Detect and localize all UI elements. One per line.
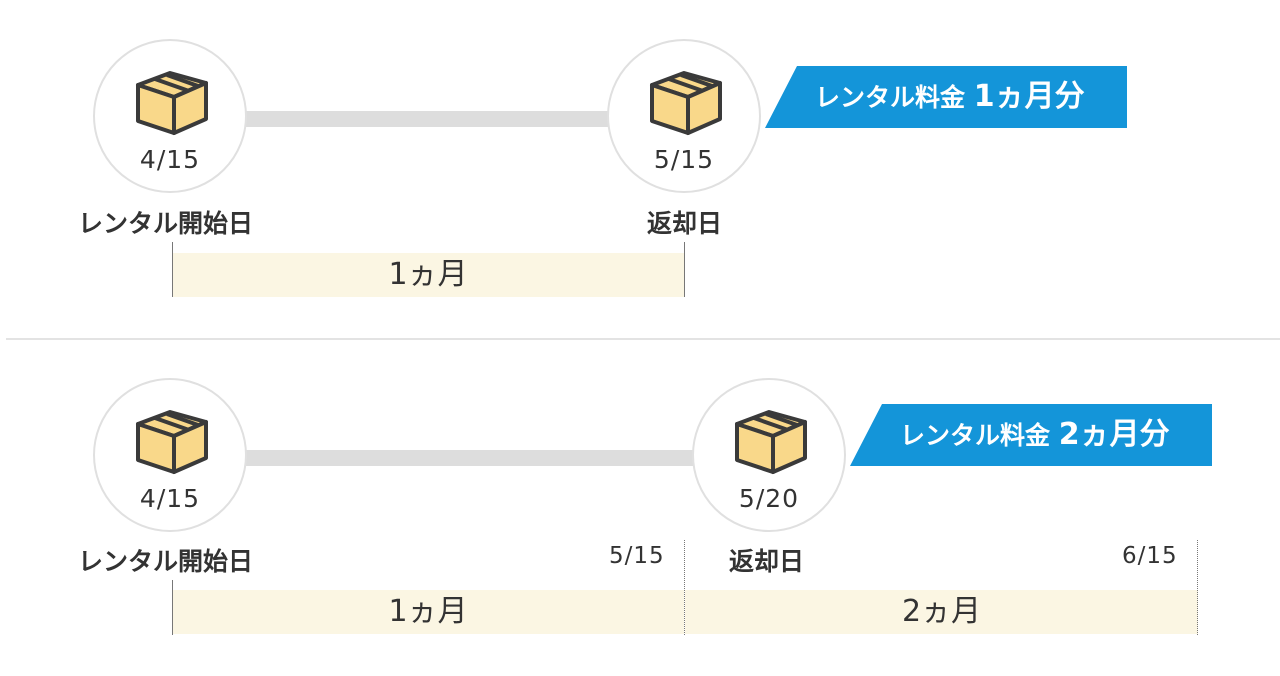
period-label-1: 1ヵ月	[388, 594, 468, 629]
rental-fee-amount: 1ヵ月分	[973, 79, 1085, 114]
package-box-icon	[650, 71, 722, 135]
start-date-circle: 4/15	[93, 39, 247, 193]
month-boundary-marker-1	[684, 540, 685, 635]
month-boundary-marker-2	[1197, 540, 1198, 635]
period-label-2: 2ヵ月	[901, 594, 982, 629]
rental-fee-banner: レンタル料金 1ヵ月分	[765, 66, 1127, 128]
start-date: 4/15	[139, 484, 201, 513]
rental-fee-banner: レンタル料金 2ヵ月分	[850, 404, 1212, 466]
return-date-label: 返却日	[729, 547, 805, 576]
rental-fee-text: レンタル料金 2ヵ月分	[900, 404, 1170, 466]
month-boundary-label-2: 6/15	[1122, 543, 1178, 569]
period-label: 1ヵ月	[388, 257, 468, 292]
period-bar-1: 1ヵ月	[172, 590, 684, 634]
start-date-circle: 4/15	[93, 378, 247, 532]
rental-fee-label: レンタル料金	[815, 83, 966, 112]
period-start-marker	[172, 242, 173, 297]
package-box-icon	[136, 71, 208, 135]
period-bar-2: 2ヵ月	[685, 590, 1198, 634]
package-box-icon	[735, 410, 807, 474]
timeline-connector	[240, 111, 620, 127]
period-bar: 1ヵ月	[172, 253, 684, 297]
timeline-connector	[240, 450, 705, 466]
return-date-circle: 5/15	[607, 39, 761, 193]
section-divider	[6, 338, 1280, 340]
period-start-marker	[172, 580, 173, 635]
return-date: 5/15	[653, 145, 715, 174]
return-date: 5/20	[738, 484, 800, 513]
rental-fee-label: レンタル料金	[900, 421, 1051, 450]
start-date: 4/15	[139, 145, 201, 174]
period-end-marker	[684, 242, 685, 297]
rental-fee-text: レンタル料金 1ヵ月分	[815, 66, 1085, 128]
rental-fee-amount: 2ヵ月分	[1058, 417, 1170, 452]
start-date-label: レンタル開始日	[78, 209, 254, 238]
start-date-label: レンタル開始日	[78, 547, 254, 576]
return-date-label: 返却日	[647, 209, 723, 238]
package-box-icon	[136, 410, 208, 474]
return-date-circle: 5/20	[692, 378, 846, 532]
month-boundary-label-1: 5/15	[609, 543, 665, 569]
